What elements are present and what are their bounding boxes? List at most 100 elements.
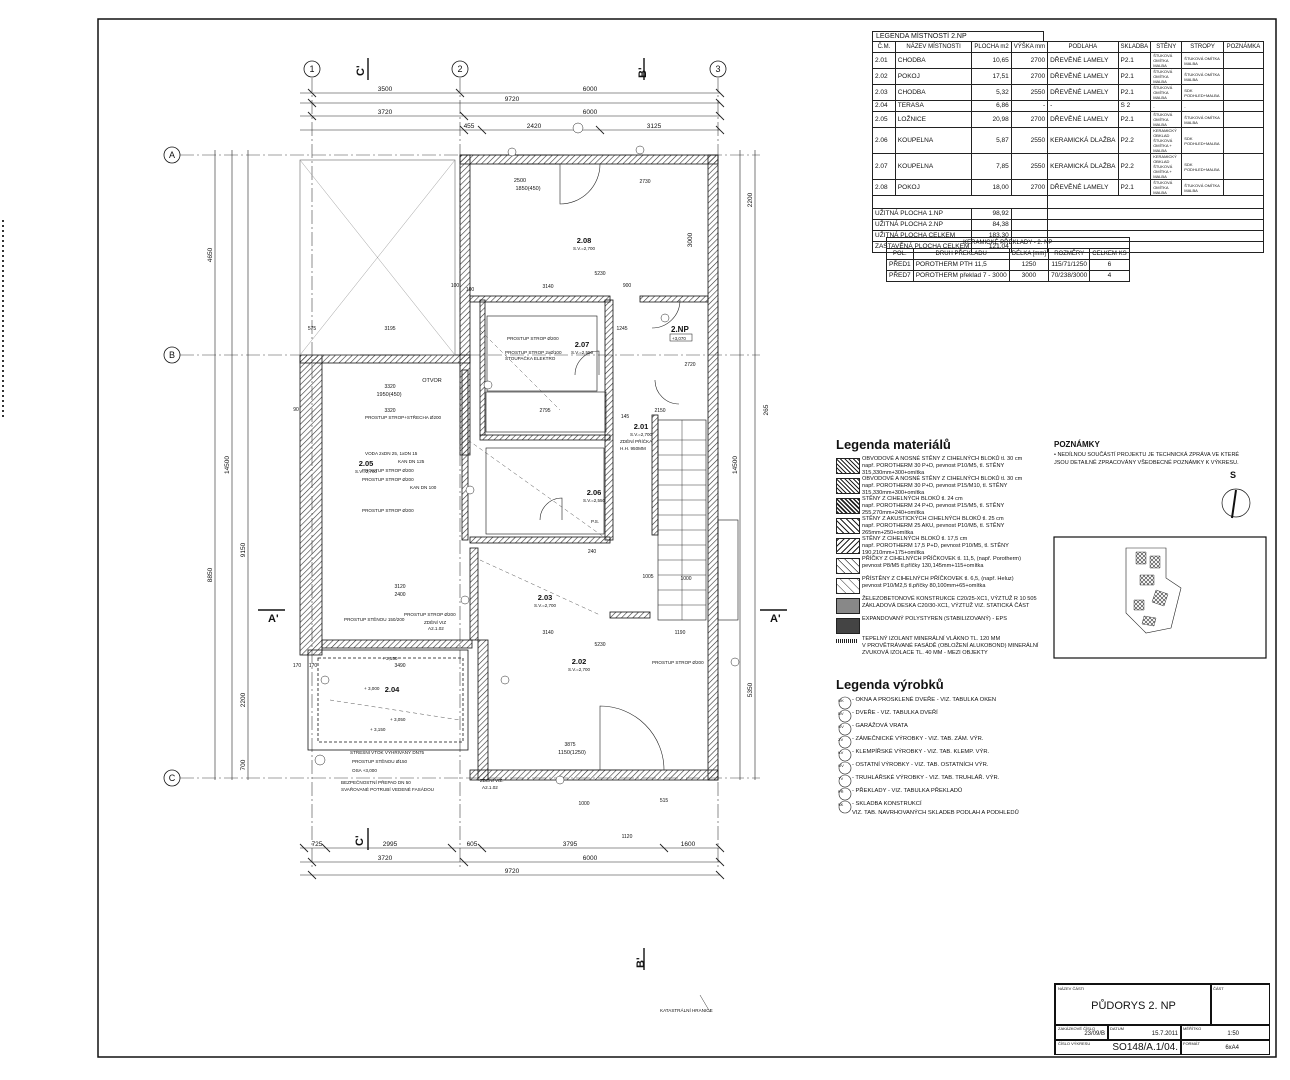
room-cell: 2550: [1010, 153, 1049, 180]
product-text: - OKNA A PROSKLENÉ DVEŘE - VIZ. TABULKA …: [852, 697, 997, 703]
room-cell: 6,86: [971, 100, 1012, 112]
lintel-cell: 115/71/1250: [1048, 259, 1091, 271]
product-item: SK- SKLADBA KONSTRUKCÍ: [832, 799, 1056, 812]
dim-90: 90: [293, 407, 299, 413]
product-subtext: VIZ. TAB. NAVRHOVANÝCH SKLADEB PODLAH A …: [852, 810, 1019, 816]
lintel-cell: 4: [1089, 270, 1130, 282]
room-cell: 2.07: [872, 153, 896, 180]
room-cell: 2.02: [872, 68, 896, 85]
material-item: OBVODOVÉ A NOSNÉ STĚNY Z CIHELNÝCH BLOKŮ…: [836, 456, 1046, 476]
sanitary-ps: P.S.: [591, 519, 599, 524]
window-1950: 1950(450): [376, 392, 401, 398]
note-voda: VODA 2xDN 25, 1xDN 15: [365, 451, 418, 456]
room-cell: KERAMICKÝ OBKLAD ŠTUKOVÁ OMÍTKA + MALBA: [1150, 153, 1183, 180]
products-legend: Legenda výrobků OK - OKNA A PROSKLENÉ DVE…: [836, 677, 1056, 816]
dim-100b: 100: [466, 287, 475, 293]
material-item: PŘÍČKY Z CIHELNÝCH PŘÍČKOVEK tl. 11,5, (…: [836, 556, 1046, 576]
room-cell: DŘEVĚNÉ LAMELY: [1047, 179, 1119, 196]
material-text: TEPELNÝ IZOLANT MINERÁLNÍ VLÁKNO TL. 120…: [862, 636, 1001, 642]
room-cell: SDK PODHLED+MALBA: [1181, 153, 1224, 180]
room-legend: LEGENDA MÍSTNOSTÍ 2.NP Č.M.NÁZEV MÍSTNOS…: [871, 31, 1265, 253]
note-kan-125: KAN DN 125: [398, 459, 425, 464]
products-title: Legenda výrobků: [836, 677, 944, 692]
product-item: KV- KLEMPÍŘSKÉ VÝROBKY - VIZ. TAB. KLEMP…: [832, 747, 1056, 760]
tb-scale-label: MĚŘÍTKO: [1183, 1026, 1202, 1031]
room-cell: 2550: [1010, 84, 1049, 101]
dim-5230b: 5230: [594, 642, 605, 648]
dim-5230: 5230: [594, 271, 605, 277]
product-text: - DVEŘE - VIZ. TABULKA DVEŘÍ: [852, 710, 938, 716]
material-subtext: např. POROTHERM 25 AKU, pevnost P10/M5, …: [862, 523, 1005, 536]
tb-fmt: 6xA4: [1225, 1045, 1239, 1051]
material-item: EXPANDOVANÝ POLYSTYREN (STABILIZOVANÝ) -…: [836, 616, 1046, 636]
room-cell: LOŽNICE: [894, 111, 973, 128]
floor-tag: 2.NP +3,070: [669, 325, 693, 342]
dim-1190: 1190: [675, 630, 686, 636]
lintel-table: KERAMICKÉ PŘEKLADY - 2. NP POL.DRUH PŘEK…: [886, 237, 1130, 282]
dim-145: 145: [621, 414, 630, 420]
dim-3140b: 3140: [542, 630, 553, 636]
sheet-frame: [97, 18, 1277, 1058]
note-zdeni-bottom: ZDĚNÍ VIZ.: [480, 776, 503, 783]
dim-right-5350: 5350: [747, 682, 754, 697]
dim-bot-1600: 1600: [681, 841, 696, 848]
dim-2730: 2730: [639, 179, 650, 185]
room-cell: ŠTUKOVÁ OMÍTKA MALBA: [1150, 52, 1183, 69]
note-prostup-strecha: PROSTUP STROP+STŘECHA Ø200: [365, 413, 442, 420]
material-item: TEPELNÝ IZOLANT MINERÁLNÍ VLÁKNO TL. 120…: [836, 636, 1046, 662]
room-cell: P2.2: [1117, 153, 1152, 180]
dim-1245: 1245: [616, 326, 627, 332]
room-cell: 2.03: [872, 84, 896, 101]
dim-3140: 3140: [542, 284, 553, 290]
note-prostup-200-e: PROSTUP STROP Ø200: [404, 612, 456, 617]
product-item: GV- GARÁŽOVÁ VRATA: [832, 721, 1056, 734]
room-col-header: Č.M.: [872, 41, 896, 53]
product-text: - TRUHLÁŘSKÉ VÝROBKY - VIZ. TAB. TRUHLÁŘ…: [852, 775, 1000, 781]
room-cell: SDK PODHLED+MALBA: [1181, 127, 1224, 154]
window-1150: 1150(1250): [558, 750, 586, 756]
dim-left-2200: 2200: [240, 692, 247, 707]
room-cell: 17,51: [971, 68, 1012, 85]
product-tag: OK: [838, 698, 844, 703]
tb-zak: 23/09/B: [1084, 1031, 1105, 1037]
grid-row-a: A: [169, 150, 175, 160]
note-prostup-sten: PROSTUP STĚNOU 150/200: [344, 615, 405, 622]
material-swatch-icon: [836, 558, 860, 574]
level-4: + 3,150: [382, 656, 398, 661]
grid-row-c: C: [169, 773, 176, 783]
dim-170: 170: [293, 663, 302, 669]
material-swatch-icon: [836, 518, 860, 534]
tb-date: 15.7.2011: [1151, 1031, 1178, 1037]
area-total-label: UŽITNÁ PLOCHA 1.NP: [871, 208, 973, 220]
note-prostup-200-b: PROSTUP STROP Ø200: [362, 468, 414, 473]
tb-page-label: ČÁST: [1213, 986, 1224, 991]
room-cell: ŠTUKOVÁ OMÍTKA MALBA: [1150, 84, 1183, 101]
room-cell: 18,00: [971, 179, 1012, 196]
product-text: - SKLADBA KONSTRUKCÍ: [852, 801, 922, 807]
room-cell: ŠTUKOVÁ OMÍTKA MALBA: [1181, 179, 1224, 196]
lintel-cell: 1250: [1008, 259, 1050, 271]
section-b-bottom: B': [635, 957, 647, 968]
dim-bot-3720: 3720: [378, 855, 393, 862]
note-stoupacka: STOUPAČKA ELEKTRO: [505, 355, 556, 361]
room-cell: -: [1047, 100, 1119, 112]
product-text: - OSTATNÍ VÝROBKY - VIZ. TAB. OSTATNÍCH …: [852, 762, 989, 768]
room-cell: [1222, 84, 1265, 101]
material-swatch-icon: [836, 538, 860, 554]
level-2: + 3,000: [364, 686, 380, 691]
material-text: OBVODOVÉ A NOSNÉ STĚNY Z CIHELNÝCH BLOKŮ…: [862, 476, 1023, 482]
dim-2720: 2720: [684, 362, 695, 368]
window-1850: 1850(450): [515, 186, 540, 192]
room-cell: 2.08: [872, 179, 896, 196]
room-cell: 5,32: [971, 84, 1012, 101]
dim-bot-6000: 6000: [583, 855, 598, 862]
dim-1005: 1005: [642, 574, 653, 580]
tb-name-label: NÁZEV ČÁSTI: [1058, 986, 1085, 991]
room-cell: 2.01: [872, 52, 896, 69]
room-204-id: 2.04: [385, 685, 400, 694]
note-osa: OSA +3,000: [352, 768, 377, 773]
